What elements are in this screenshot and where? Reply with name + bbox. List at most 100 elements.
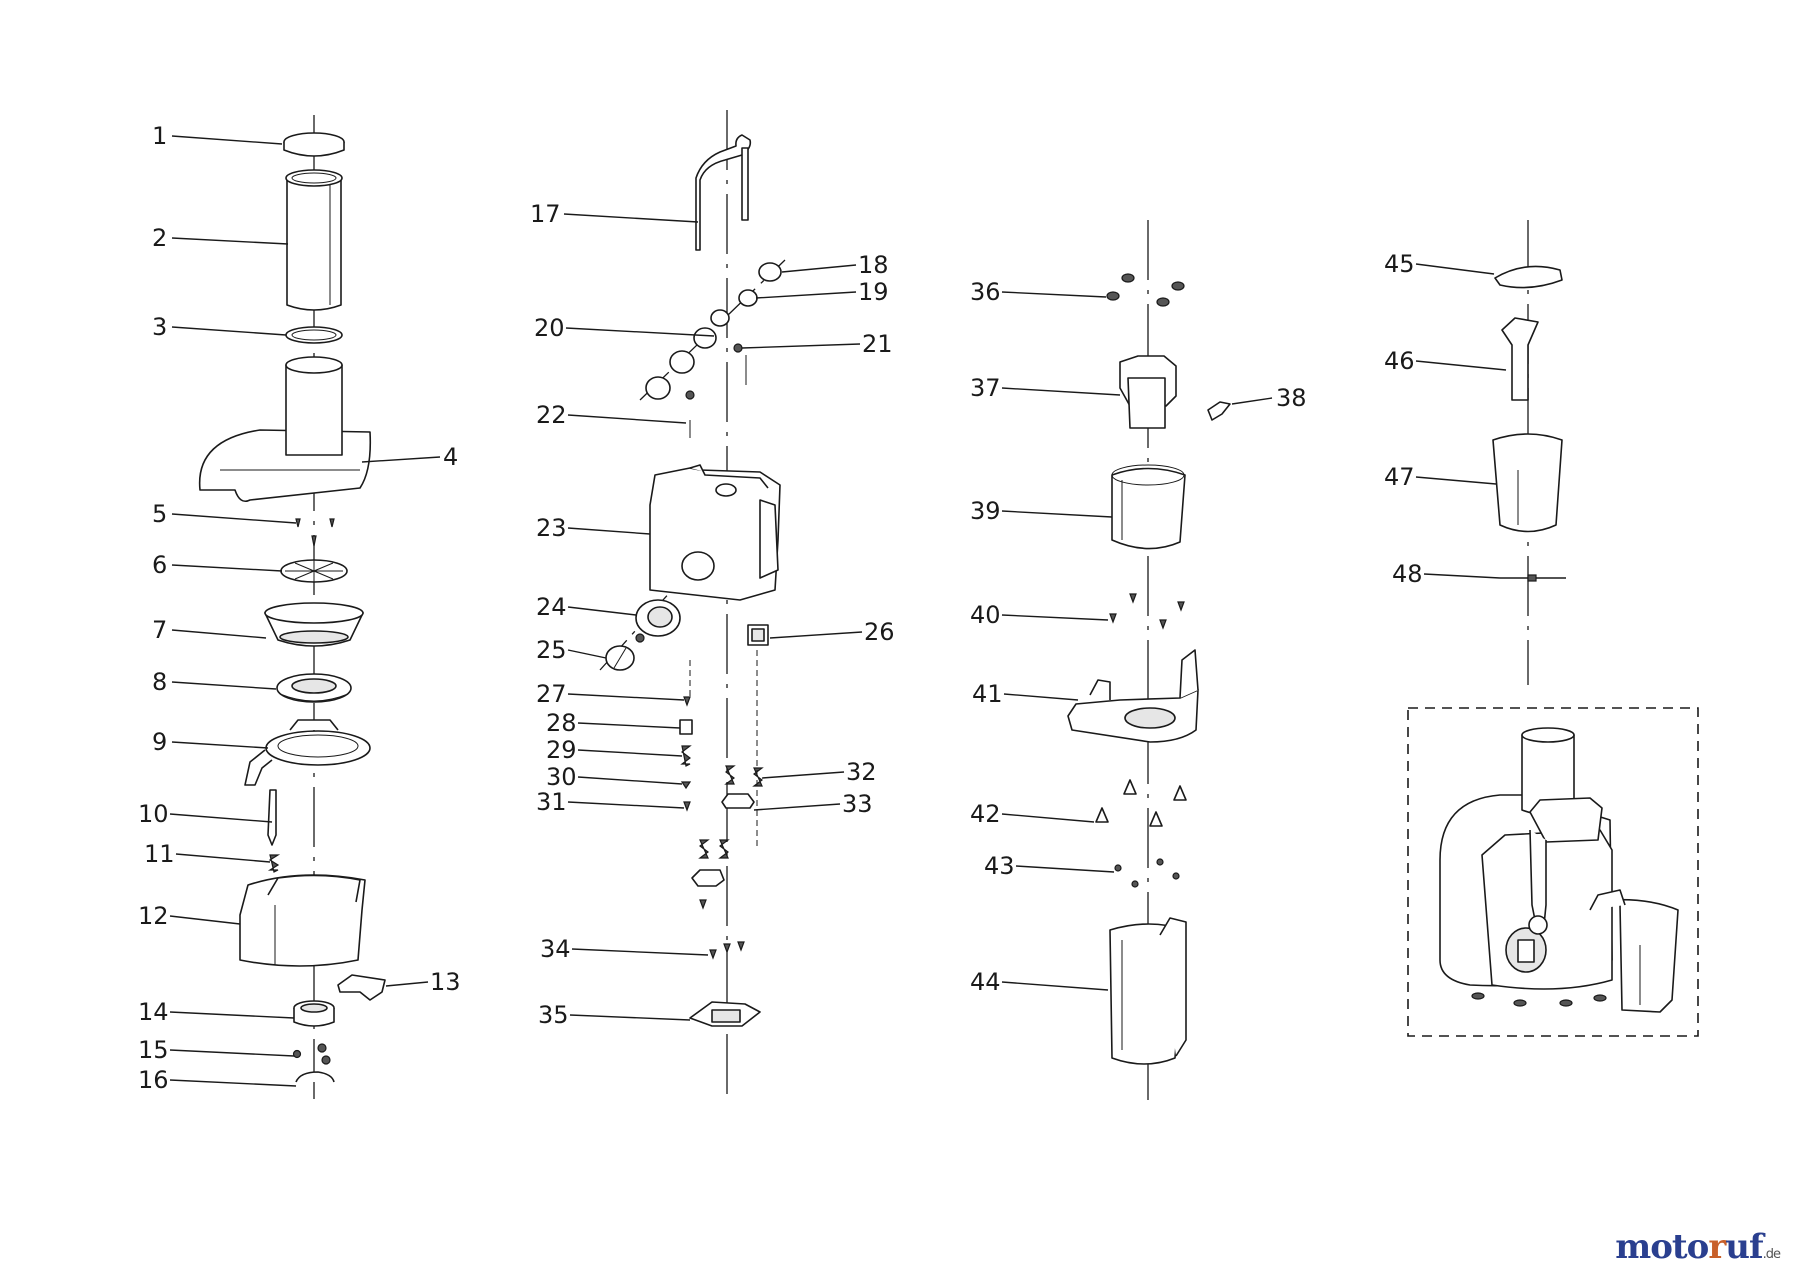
watermark-logo: motoruf.de: [1615, 1227, 1781, 1267]
part-label-2: 2: [152, 224, 167, 252]
part-label-9: 9: [152, 728, 167, 756]
part-label-40: 40: [970, 601, 1001, 629]
leader-line-17: [563, 213, 699, 223]
leader-line-39: [1001, 510, 1113, 518]
leader-line-24: [567, 606, 637, 616]
part-label-31: 31: [536, 788, 567, 816]
part-label-41: 41: [972, 680, 1003, 708]
part-label-28: 28: [546, 709, 577, 737]
part-label-22: 22: [536, 401, 567, 429]
leader-line-14: [169, 1011, 295, 1019]
leader-line-48: [1423, 573, 1501, 579]
part-label-24: 24: [536, 593, 567, 621]
part-label-17: 17: [530, 200, 561, 228]
part-label-37: 37: [970, 374, 1001, 402]
leader-line-19: [755, 291, 857, 299]
part-label-46: 46: [1384, 347, 1415, 375]
part-callouts: 1234567891011121314151617181920212223242…: [138, 122, 1507, 1094]
watermark-text-1: moto: [1615, 1227, 1709, 1267]
column-4-parts: [1492, 265, 1566, 582]
part-label-38: 38: [1276, 384, 1307, 412]
leader-line-16: [169, 1079, 297, 1087]
leader-line-13: [385, 981, 429, 987]
part-label-3: 3: [152, 313, 167, 341]
part-label-36: 36: [970, 278, 1001, 306]
part-label-27: 27: [536, 680, 567, 708]
leader-line-26: [769, 631, 863, 639]
leader-line-4: [361, 456, 441, 463]
leader-line-41: [1003, 693, 1079, 701]
leader-line-6: [171, 564, 283, 572]
part-label-13: 13: [430, 968, 461, 996]
leader-line-36: [1001, 291, 1107, 298]
leader-line-33: [753, 803, 841, 811]
part-label-7: 7: [152, 616, 167, 644]
leader-line-5: [171, 513, 297, 524]
watermark-text-2: r: [1708, 1227, 1726, 1267]
column-3-parts: [1067, 273, 1231, 1065]
part-label-16: 16: [138, 1066, 169, 1094]
assembly-axes: [313, 110, 1529, 1102]
part-label-5: 5: [152, 500, 167, 528]
leader-line-44: [1001, 981, 1109, 991]
leader-line-1: [171, 135, 283, 145]
part-label-12: 12: [138, 902, 169, 930]
part-label-42: 42: [970, 800, 1001, 828]
part-label-47: 47: [1384, 463, 1415, 491]
part-label-15: 15: [138, 1036, 169, 1064]
leader-line-18: [781, 264, 857, 273]
part-label-1: 1: [152, 122, 167, 150]
leader-line-21: [741, 343, 861, 349]
leader-line-20: [565, 327, 715, 337]
watermark-tld: .de: [1762, 1247, 1781, 1262]
leader-line-7: [171, 629, 267, 639]
part-label-45: 45: [1384, 250, 1415, 278]
part-label-10: 10: [138, 800, 169, 828]
leader-line-30: [577, 776, 683, 785]
leader-line-11: [175, 853, 271, 863]
assembled-juicer: [1407, 707, 1699, 1037]
leader-line-10: [169, 813, 273, 823]
leader-line-43: [1015, 865, 1115, 873]
part-label-18: 18: [858, 251, 889, 279]
part-label-8: 8: [152, 668, 167, 696]
part-label-34: 34: [540, 935, 571, 963]
leader-line-27: [567, 693, 685, 701]
leader-line-29: [577, 749, 683, 757]
leader-line-2: [171, 237, 289, 245]
leader-line-34: [571, 948, 709, 956]
watermark-text-3: uf: [1725, 1227, 1763, 1267]
column-1-parts: [198, 132, 386, 1083]
leader-line-12: [169, 915, 241, 925]
part-label-21: 21: [862, 330, 893, 358]
part-label-26: 26: [864, 618, 895, 646]
leader-line-31: [567, 801, 685, 809]
part-label-4: 4: [443, 443, 458, 471]
leader-line-3: [171, 326, 287, 336]
leader-line-42: [1001, 813, 1095, 823]
part-label-39: 39: [970, 497, 1001, 525]
part-label-32: 32: [846, 758, 877, 786]
part-label-43: 43: [984, 852, 1015, 880]
part-label-14: 14: [138, 998, 169, 1026]
part-label-33: 33: [842, 790, 873, 818]
leader-line-9: [171, 741, 269, 749]
part-label-25: 25: [536, 636, 567, 664]
leader-line-22: [567, 414, 687, 424]
part-label-44: 44: [970, 968, 1001, 996]
part-label-48: 48: [1392, 560, 1423, 588]
part-label-29: 29: [546, 736, 577, 764]
leader-line-28: [577, 722, 681, 729]
part-label-20: 20: [534, 314, 565, 342]
part-label-35: 35: [538, 1001, 569, 1029]
leader-line-8: [171, 681, 277, 690]
leader-line-35: [569, 1014, 691, 1021]
leader-line-23: [567, 527, 651, 535]
leader-line-15: [169, 1049, 295, 1057]
part-label-6: 6: [152, 551, 167, 579]
part-label-23: 23: [536, 514, 567, 542]
leader-line-45: [1415, 263, 1495, 275]
part-label-11: 11: [144, 840, 175, 868]
leader-line-38: [1231, 397, 1273, 405]
